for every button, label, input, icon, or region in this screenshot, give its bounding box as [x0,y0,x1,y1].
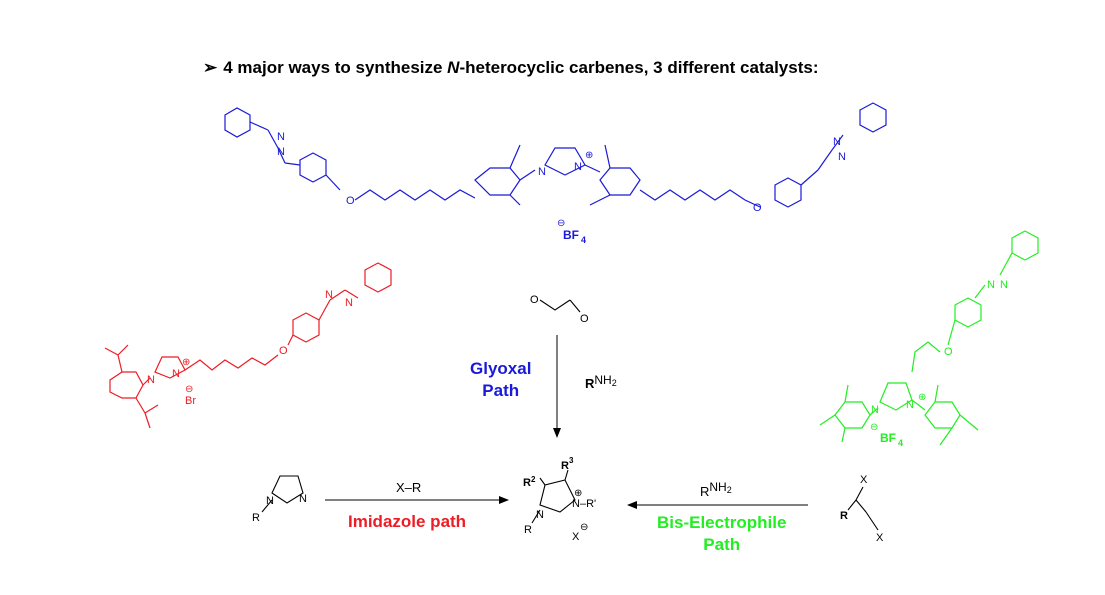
positive-charge-icon: ⊕ [585,150,593,161]
imidazolinium-n-plus-label: N [172,368,180,380]
amine-reagent-right: RNH2 [700,480,732,499]
imidazolinium-n-label: N [871,404,879,416]
title-suffix: -heterocyclic carbenes, 3 different cata… [459,58,819,77]
imidazole-path-label: Imidazole path [348,512,467,531]
azo-n-label: N [325,289,333,301]
slide-title: ➢ 4 major ways to synthesize N-heterocycl… [203,58,819,78]
azo-n-label: N [277,146,285,158]
imidazolinium-n-plus-label: N [574,161,582,173]
azo-n-label: N [833,136,841,148]
glyoxal-o-label: O [530,294,539,306]
red-diisopropylphenyl-catalyst [104,262,392,429]
azo-n-label: N [838,151,846,163]
counterion-br-label: Br [185,395,196,407]
glyoxal-path-line1: Glyoxal [470,359,532,378]
imidazoline-n-label: N [266,495,274,507]
bis-electrophile-x-label: X [860,474,868,486]
amine-subscript: 2 [726,485,732,495]
counterion-bf4-subscript: 4 [581,235,586,245]
amine-r-label: R [585,376,595,391]
bis-electrophile-path-line2: Path [703,535,741,554]
product-r-label: R [524,524,532,536]
azo-n-label: N [277,131,285,143]
negative-charge-icon: ⊖ [557,218,565,229]
bis-electrophile-path-line1: Bis-Electrophile [657,513,787,532]
product-n-label: N [536,509,544,521]
azo-n-label: N [1000,279,1008,291]
counterion-bf4-label: BF [880,431,896,445]
imidazoline-r-label: R [252,512,260,524]
bis-electrophile-r-label: R [840,510,848,522]
positive-charge-icon: ⊕ [182,357,190,368]
ether-o-label: O [279,345,288,357]
product-r3-label: R [561,460,569,472]
imidazolinium-n-label: N [147,374,155,386]
glyoxal-path-line2: Path [482,381,520,400]
glyoxal-o-label: O [580,313,589,325]
ether-o-label: O [346,195,355,207]
product-n-plus-label: N [572,498,580,510]
amine-r-label: R [700,484,710,499]
ether-o-label: O [753,202,762,214]
negative-charge-icon: ⊖ [870,422,878,433]
ether-o-label: O [944,346,953,358]
title-prefix: 4 major ways to synthesize [223,58,448,77]
bis-electrophile-x-label: X [876,532,884,544]
bis-electrophile-path-label: Bis-Electrophile Path [657,512,786,556]
amine-reagent-top: RNH2 [585,373,617,391]
counterion-bf4-label: BF [563,228,579,242]
product-r2-superscript: 2 [531,475,536,484]
blue-bis-azobenzene-imidazolinium-catalyst [224,102,887,208]
amine-nh-label: NH [594,373,612,387]
negative-charge-icon: ⊖ [185,384,193,395]
alkyl-halide-reagent: X–R [396,480,422,495]
glyoxal-structure [539,299,581,313]
title-italic-n: N [447,58,460,77]
negative-charge-icon: ⊖ [580,522,588,533]
bis-electrophile-structure [847,486,879,531]
imidazoline-n-label: N [299,493,307,505]
product-r-prime-label: –R' [580,498,596,510]
imidazolinium-n-plus-label: N [906,399,914,411]
glyoxal-path-label: Glyoxal Path [470,358,531,402]
positive-charge-icon: ⊕ [918,392,926,403]
amine-nh-label: NH [709,480,727,494]
positive-charge-icon: ⊕ [574,488,582,499]
product-r2-label: R [523,477,531,489]
imidazolinium-product [531,469,576,524]
azo-n-label: N [345,297,353,309]
azo-n-label: N [987,279,995,291]
counterion-bf4-subscript: 4 [898,438,903,448]
imidazolinium-n-label: N [538,166,546,178]
bullet-arrow-icon: ➢ [203,58,218,77]
green-dimesityl-catalyst [819,230,1039,446]
amine-subscript: 2 [611,378,617,388]
product-r3-superscript: 3 [569,456,574,465]
product-x-label: X [572,531,580,543]
imidazoline-starting-material [261,475,304,513]
